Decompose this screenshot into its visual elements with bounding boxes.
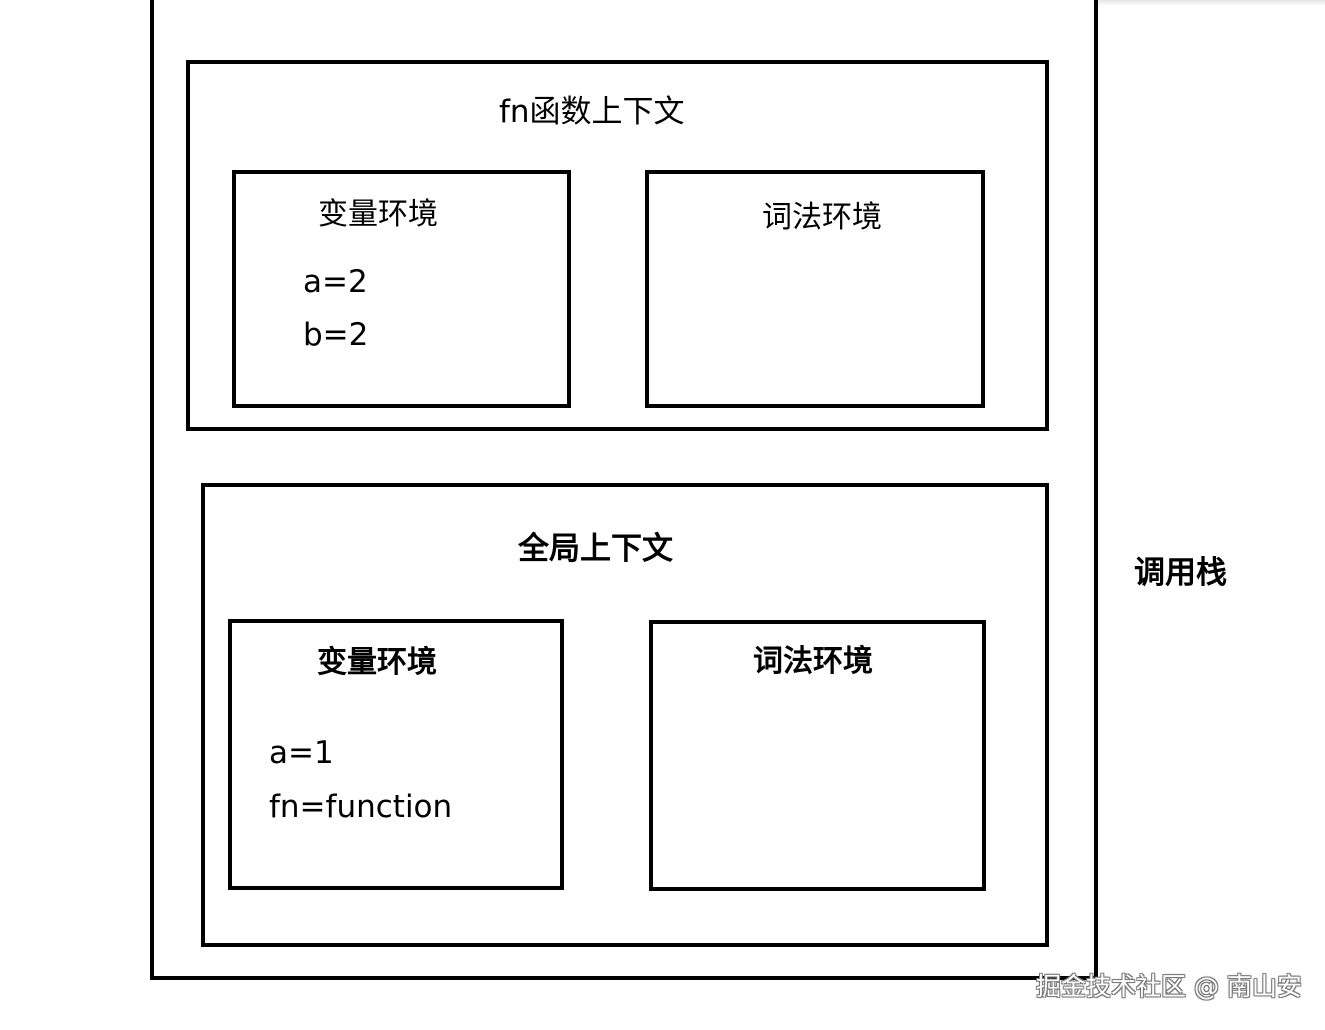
- call-stack-label: 调用栈: [1134, 555, 1227, 591]
- global-context-title: 全局上下文: [518, 531, 673, 567]
- fn-variable-env-title: 变量环境: [318, 197, 438, 232]
- global-var-entry-a: a=1: [269, 735, 334, 771]
- fn-var-entry-a: a=2: [303, 264, 368, 300]
- global-var-entry-fn: fn=function: [269, 789, 453, 825]
- global-variable-env-title: 变量环境: [317, 645, 437, 680]
- global-lexical-env-box: [649, 620, 986, 891]
- global-lexical-env-title: 词法环境: [753, 644, 873, 679]
- fn-variable-env-box: [232, 170, 571, 408]
- fn-lexical-env-box: [645, 170, 985, 408]
- global-variable-env-box: [228, 619, 564, 890]
- fn-context-title: fn函数上下文: [499, 94, 685, 130]
- fn-var-entry-b: b=2: [303, 317, 369, 353]
- watermark: 掘金技术社区 @ 南山安: [1036, 972, 1302, 1001]
- fn-lexical-env-title: 词法环境: [762, 200, 882, 235]
